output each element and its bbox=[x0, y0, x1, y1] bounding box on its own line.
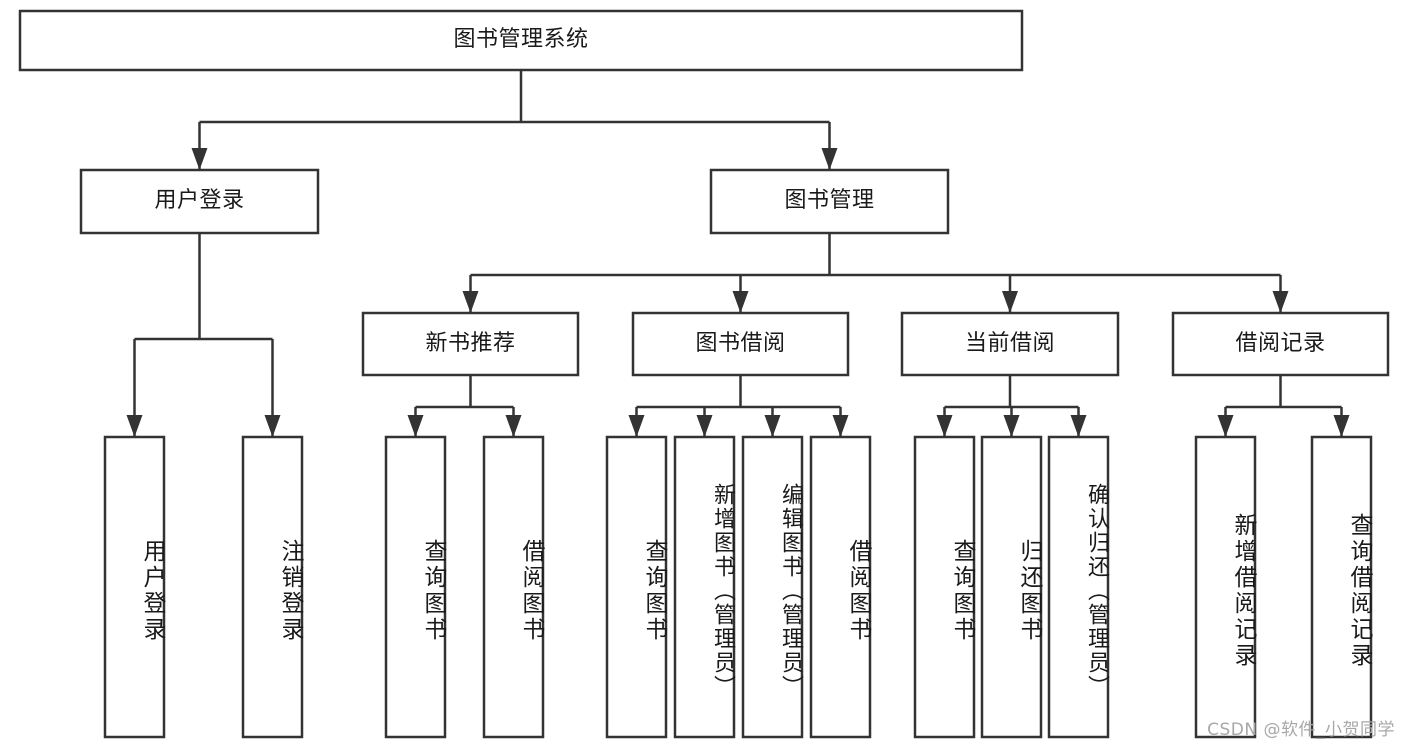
arrow-head-icon bbox=[732, 291, 749, 313]
node-leaf-logout[interactable] bbox=[243, 437, 302, 737]
node-borrow-record[interactable] bbox=[1173, 313, 1388, 375]
node-leaf-user-login[interactable] bbox=[105, 437, 164, 737]
node-box-current-borrow[interactable] bbox=[900, 311, 1120, 377]
arrow-head-icon bbox=[1217, 415, 1234, 437]
node-current-borrow[interactable] bbox=[902, 313, 1118, 375]
node-box-new-book-rec[interactable] bbox=[361, 311, 580, 377]
node-root[interactable] bbox=[20, 11, 1022, 70]
node-box-leaf-borrow-book[interactable] bbox=[809, 435, 872, 739]
node-new-book-rec[interactable] bbox=[363, 313, 578, 375]
arrow-head-icon bbox=[126, 415, 143, 437]
node-box-leaf-query-record[interactable] bbox=[1310, 435, 1373, 739]
node-box-leaf-query-book-borrow[interactable] bbox=[605, 435, 668, 739]
node-leaf-add-record[interactable] bbox=[1196, 437, 1255, 737]
node-box-leaf-add-record[interactable] bbox=[1194, 435, 1257, 739]
node-box-leaf-edit-book[interactable] bbox=[741, 435, 804, 739]
node-book-borrow[interactable] bbox=[633, 313, 848, 375]
node-leaf-borrow-book-rec[interactable] bbox=[484, 437, 543, 737]
node-user-login[interactable] bbox=[81, 170, 318, 233]
node-box-leaf-borrow-book-rec[interactable] bbox=[482, 435, 545, 739]
node-leaf-confirm-return[interactable] bbox=[1049, 437, 1108, 737]
arrow-head-icon bbox=[1070, 415, 1087, 437]
arrow-head-icon bbox=[696, 415, 713, 437]
node-leaf-borrow-book[interactable] bbox=[811, 437, 870, 737]
node-box-leaf-return-book[interactable] bbox=[980, 435, 1043, 739]
node-leaf-query-book-rec[interactable] bbox=[386, 437, 445, 737]
arrow-head-icon bbox=[764, 415, 781, 437]
arrow-head-icon bbox=[832, 415, 849, 437]
node-leaf-edit-book[interactable] bbox=[743, 437, 802, 737]
arrow-head-icon bbox=[821, 148, 838, 170]
node-leaf-query-record[interactable] bbox=[1312, 437, 1371, 737]
node-box-leaf-user-login[interactable] bbox=[103, 435, 166, 739]
node-box-root[interactable] bbox=[18, 9, 1024, 72]
node-box-leaf-query-book-rec[interactable] bbox=[384, 435, 447, 739]
arrow-head-icon bbox=[1272, 291, 1289, 313]
arrow-head-icon bbox=[628, 415, 645, 437]
arrow-head-icon bbox=[264, 415, 281, 437]
node-leaf-query-book-borrow[interactable] bbox=[607, 437, 666, 737]
node-book-manage[interactable] bbox=[711, 170, 948, 233]
arrow-head-icon bbox=[505, 415, 522, 437]
node-box-leaf-confirm-return[interactable] bbox=[1047, 435, 1110, 739]
arrow-head-icon bbox=[936, 415, 953, 437]
arrow-head-icon bbox=[191, 148, 208, 170]
node-box-book-borrow[interactable] bbox=[631, 311, 850, 377]
node-box-book-manage[interactable] bbox=[709, 168, 950, 235]
node-box-leaf-logout[interactable] bbox=[241, 435, 304, 739]
node-leaf-add-book[interactable] bbox=[675, 437, 734, 737]
arrow-head-icon bbox=[407, 415, 424, 437]
node-leaf-query-book-cur[interactable] bbox=[915, 437, 974, 737]
node-box-borrow-record[interactable] bbox=[1171, 311, 1390, 377]
arrow-head-icon bbox=[462, 291, 479, 313]
node-box-leaf-add-book[interactable] bbox=[673, 435, 736, 739]
node-boxes bbox=[18, 9, 1390, 739]
node-leaf-return-book[interactable] bbox=[982, 437, 1041, 737]
arrow-head-icon bbox=[1003, 415, 1020, 437]
node-box-user-login[interactable] bbox=[79, 168, 320, 235]
arrow-head-icon bbox=[1002, 291, 1018, 313]
node-box-leaf-query-book-cur[interactable] bbox=[913, 435, 976, 739]
arrow-head-icon bbox=[1333, 415, 1350, 437]
connector-edges bbox=[126, 70, 1350, 437]
